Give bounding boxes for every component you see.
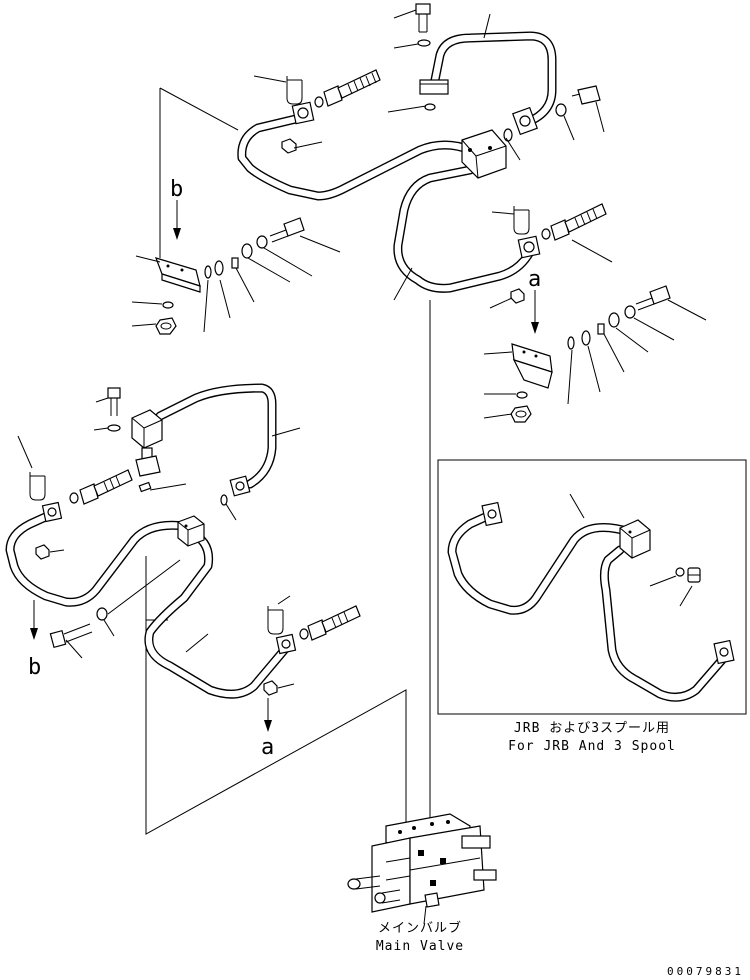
flange-lower-mid bbox=[275, 633, 297, 655]
flange-upper-left bbox=[291, 101, 315, 125]
bolt-upper-left bbox=[323, 69, 381, 107]
inset-leaders bbox=[569, 493, 693, 607]
bolt-bracket-left bbox=[269, 217, 305, 243]
nut-l bbox=[241, 243, 253, 259]
inset-o-ring bbox=[675, 567, 685, 577]
callout-b-upper: b bbox=[170, 177, 183, 202]
nut-bracket-right bbox=[510, 405, 532, 423]
drawing-number: 00079831 bbox=[667, 965, 744, 978]
clamp-mid-right bbox=[510, 288, 525, 304]
leader-lines-upper bbox=[131, 9, 707, 419]
bolt-bracket-right bbox=[635, 285, 671, 311]
flange-mid-right bbox=[517, 235, 541, 259]
washer-l3 bbox=[256, 235, 268, 249]
leader-lines-lower bbox=[17, 397, 301, 689]
flange-upper-right bbox=[512, 106, 538, 136]
inset-pipe-1 bbox=[447, 509, 635, 615]
fitting-top-block bbox=[419, 79, 449, 95]
flange-lower-right bbox=[229, 475, 251, 497]
flange-lower-left bbox=[41, 501, 63, 523]
inset-pipe-2 bbox=[599, 545, 727, 702]
bolt-mid-right bbox=[550, 203, 607, 241]
bolt-lower bbox=[107, 387, 121, 416]
o-ring-lower-left bbox=[69, 492, 79, 504]
upper-pipe-3 bbox=[393, 165, 535, 293]
clip-lower-left bbox=[29, 472, 46, 501]
callout-a-upper: a bbox=[528, 267, 541, 292]
lower-pipe-2 bbox=[155, 383, 277, 489]
arrow-a-lower bbox=[264, 698, 272, 732]
bolt-upper-right bbox=[571, 85, 601, 105]
bolt-top bbox=[415, 3, 431, 33]
washer-bracket-right bbox=[516, 391, 528, 399]
arrow-b-upper bbox=[173, 200, 181, 240]
upper-pipe-1 bbox=[237, 113, 475, 201]
nut-r bbox=[608, 312, 620, 328]
nut-bracket-left bbox=[155, 317, 177, 335]
valve-leader bbox=[423, 905, 427, 925]
o-ring-top bbox=[424, 103, 436, 111]
block-lower bbox=[131, 409, 163, 477]
washer-l1 bbox=[204, 265, 212, 279]
lower-pipe-1 bbox=[5, 509, 189, 607]
junction-block bbox=[461, 129, 507, 179]
clip-mid-right bbox=[513, 206, 530, 235]
callout-a-lower: a bbox=[261, 735, 274, 760]
upper-assembly: b a bbox=[131, 3, 707, 830]
bracket-right bbox=[511, 343, 553, 389]
washer-lower bbox=[107, 424, 121, 432]
o-ring-lower-mid bbox=[299, 628, 309, 640]
spacer-l bbox=[231, 257, 239, 269]
inset-plug bbox=[687, 567, 701, 583]
washer-r1 bbox=[567, 336, 575, 350]
callout-b-lower: b bbox=[28, 655, 41, 680]
o-ring-lower-right bbox=[220, 494, 228, 506]
bracket-left bbox=[155, 257, 201, 293]
washer-lower-bottom bbox=[96, 607, 108, 621]
o-ring-upper-left bbox=[314, 96, 324, 108]
valve-spools-left bbox=[347, 875, 401, 904]
valve-port-right bbox=[461, 835, 491, 849]
o-ring-lower bbox=[138, 481, 152, 493]
clip-lower-mid bbox=[267, 606, 284, 635]
inset-flange-left bbox=[481, 501, 503, 527]
bolt-lower-bottom bbox=[49, 623, 93, 649]
bolt-lower-mid bbox=[307, 605, 361, 641]
valve-spool bbox=[473, 869, 497, 881]
reference-frame bbox=[145, 556, 407, 835]
clamp-lower-left bbox=[35, 544, 50, 560]
washer-r2 bbox=[581, 330, 591, 346]
valve-details bbox=[385, 820, 481, 908]
lower-pipe-3 bbox=[144, 527, 291, 699]
upper-pipe-2 bbox=[430, 31, 557, 127]
washer-bracket-left bbox=[162, 301, 174, 309]
o-ring-mid-right bbox=[541, 228, 551, 240]
o-ring-upper-right bbox=[503, 128, 513, 142]
washer-r3 bbox=[624, 305, 636, 319]
leader-line bbox=[159, 87, 239, 131]
arrow-a-upper bbox=[531, 290, 539, 334]
junction-block-lower bbox=[177, 515, 205, 547]
main-valve-label-en: Main Valve bbox=[376, 939, 464, 954]
washer-l2 bbox=[214, 260, 224, 276]
inset-frame bbox=[437, 459, 747, 715]
inset-caption-ja: JRB および3スプール用 bbox=[514, 721, 670, 736]
clip-upper-left bbox=[286, 76, 303, 105]
inset-flange-right bbox=[713, 639, 735, 665]
arrow-b-lower bbox=[30, 600, 38, 640]
inset-panel: JRB および3スプール用 For JRB And 3 Spool bbox=[437, 459, 747, 754]
spacer-r bbox=[597, 323, 605, 335]
bracket-clamp bbox=[281, 138, 297, 154]
inset-block bbox=[619, 519, 651, 559]
main-valve-label-ja: メインバルブ bbox=[378, 920, 462, 936]
washer-top bbox=[417, 39, 431, 47]
clamp-lower-mid bbox=[263, 680, 278, 696]
inset-caption-en: For JRB And 3 Spool bbox=[508, 739, 676, 754]
lower-assembly: b a bbox=[5, 383, 407, 835]
main-valve: メインバルブ Main Valve bbox=[347, 813, 497, 954]
washer-upper-right bbox=[555, 103, 567, 117]
bolt-lower-left bbox=[79, 469, 133, 505]
